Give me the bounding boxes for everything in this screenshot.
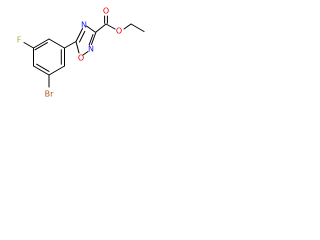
bond-c5ox-n4-inner xyxy=(79,30,86,43)
atom-f: F xyxy=(17,36,22,45)
atom-o1: O xyxy=(78,54,84,63)
molecule-structure: F Br O N N O O xyxy=(17,7,145,99)
bond-oester-ch2 xyxy=(123,23,132,30)
bond-c6-c1 xyxy=(48,38,65,49)
bond-c2-f xyxy=(23,42,34,49)
bond-c1-c2 xyxy=(33,38,50,49)
bond-ccarb-oester xyxy=(105,23,116,30)
bond-c3-ccarb xyxy=(95,23,107,33)
bond-c4-c5 xyxy=(48,65,65,76)
bond-c5ox-n4 xyxy=(75,28,83,42)
bond-c3-c4 xyxy=(33,65,50,76)
bond-c3-n2 xyxy=(91,31,97,45)
bond-ch2-ch3 xyxy=(130,23,145,32)
bond-c6-c5ox xyxy=(64,41,77,49)
atom-n4: N xyxy=(81,21,87,30)
bond-c1-c2-inner xyxy=(34,42,48,51)
atom-o-ester: O xyxy=(116,27,122,36)
bond-n2-o1 xyxy=(82,51,89,56)
bond-c3-n2-inner xyxy=(88,34,94,46)
bond-o1-c5ox xyxy=(75,41,80,54)
atom-br: Br xyxy=(45,90,54,99)
bond-n4-c3 xyxy=(86,25,96,33)
atom-o-carbonyl: O xyxy=(103,7,109,16)
benzene-ring xyxy=(33,38,65,76)
atom-n2: N xyxy=(88,45,94,54)
oxadiazole-ring xyxy=(75,25,97,56)
ethyl-ester xyxy=(95,15,145,33)
bond-c3-c4-inner xyxy=(36,63,50,72)
